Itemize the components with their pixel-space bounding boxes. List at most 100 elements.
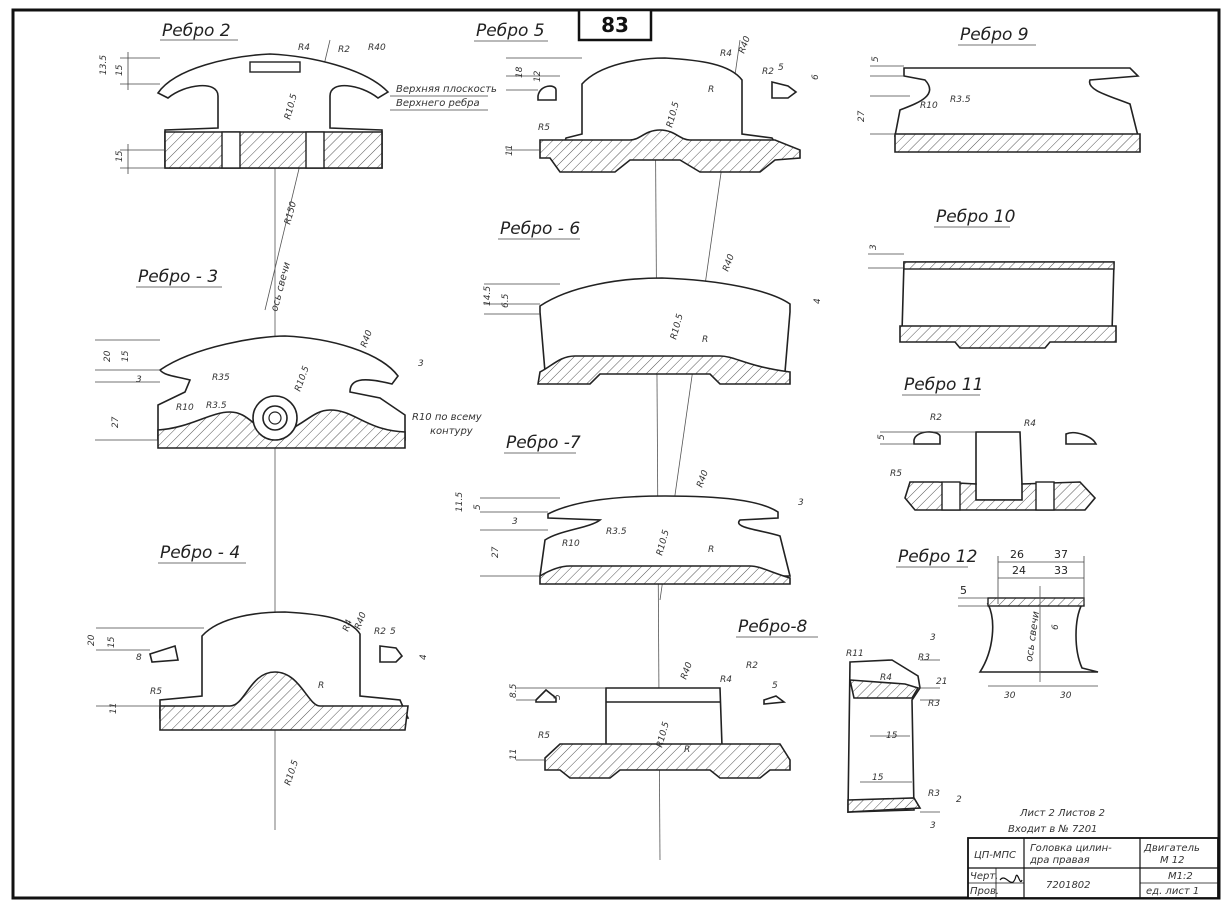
tb-sheet: ед. лист 1 — [1146, 886, 1199, 897]
rib-lug — [1065, 431, 1098, 445]
rib-lug — [149, 644, 179, 663]
tb-scale: М1:2 — [1168, 871, 1193, 882]
note-r10-contour: R10 по всему — [412, 412, 483, 423]
section-rib-6: Ребро - 6 14.5 6.5 R40 4 R10.5 R — [483, 219, 823, 385]
rib-section — [899, 325, 1117, 349]
detail-section — [847, 797, 922, 813]
section-rib-12: Ребро 12 26 37 24 33 5 6 30 30 ось свечи… — [846, 547, 1099, 831]
dim: 13.5 — [99, 55, 109, 75]
rib-outline — [539, 495, 792, 577]
dim: R35 — [212, 373, 230, 383]
page-number-box: 83 — [577, 8, 653, 42]
dim: R — [702, 335, 708, 345]
dim: R40 — [368, 43, 386, 53]
dim: R2 — [374, 627, 386, 637]
dim: 3 — [136, 375, 142, 385]
dim: 37 — [1054, 548, 1068, 561]
section-title: Ребро 2 — [162, 21, 231, 41]
dim: 8.5 — [509, 683, 519, 698]
dim: 3 — [798, 498, 804, 508]
dim: R5 — [890, 469, 902, 479]
note-upper-plane: Верхняя плоскость — [396, 84, 497, 95]
rib-outline — [901, 261, 1115, 333]
dim: 20 — [103, 350, 113, 362]
dim: 3 — [930, 633, 936, 643]
section-rib-5: Ребро 5 18 12 R4 R40 R2 5 6 R5 11 R10.5 … — [474, 21, 821, 173]
dim: 8 — [136, 653, 142, 663]
section-rib-9: Ребро 9 5 R10 R3.5 27 — [857, 25, 1141, 153]
note-sheet-count: Лист 2 Листов 2 — [1019, 808, 1105, 819]
dim: 3 — [418, 359, 424, 369]
rib-section — [159, 671, 409, 731]
tb-check-label: Пров. — [970, 886, 999, 897]
section-title: Ребро-8 — [738, 617, 808, 637]
dim: 11 — [505, 145, 515, 156]
rib-section — [544, 743, 791, 779]
dim: R2 — [746, 661, 758, 671]
dim: 5 — [960, 584, 967, 597]
rib-lug — [771, 80, 798, 99]
dim: 6.5 — [501, 293, 511, 308]
tb-draw-label: Черт. — [970, 871, 998, 882]
sheet-notes: Лист 2 Листов 2 Входит в № 7201 — [1008, 808, 1105, 835]
section-title: Ребро -7 — [506, 433, 581, 453]
note-r10-contour: контуру — [430, 426, 474, 437]
dim: 18 — [515, 66, 525, 78]
dim: 27 — [491, 546, 501, 558]
rib-outline — [560, 57, 782, 151]
dim: R10 — [562, 539, 580, 549]
section-rib-3: Ребро - 3 20 15 3 R35 R10 R3.5 R10.5 R40… — [95, 267, 483, 449]
dim: 15 — [115, 64, 125, 76]
dim: 11.5 — [455, 492, 465, 512]
dim: 4 — [813, 298, 823, 304]
dim: 21 — [936, 677, 947, 687]
dim: R3 — [918, 653, 930, 663]
dim: R5 — [538, 731, 550, 741]
note-enters-into: Входит в № 7201 — [1008, 824, 1097, 835]
rib-lug — [763, 695, 787, 705]
dim: 4 — [419, 654, 429, 660]
tb-dept: ЦП-МПС — [974, 850, 1016, 861]
rib-outline — [159, 611, 410, 719]
dim: R10 — [920, 101, 938, 111]
dim: 6 — [1051, 624, 1061, 630]
section-title: Ребро - 4 — [160, 543, 240, 563]
dim: 15 — [872, 773, 884, 783]
section-rib-4: Ребро - 4 20 15 8 R4 R40 R2 5 R5 11 R10.… — [87, 543, 429, 787]
rib-lug — [913, 431, 941, 445]
section-rib-8: Ребро-8 8.5 5 R40 R4 R2 5 R5 11 R10.5 R — [509, 617, 818, 779]
dim: R3.5 — [606, 527, 627, 537]
section-title: Ребро 10 — [936, 207, 1015, 227]
dim: 5 — [553, 694, 563, 700]
dim: R3.5 — [950, 95, 971, 105]
dim: R — [708, 545, 714, 555]
dim: 33 — [1054, 564, 1068, 577]
rib-outline — [539, 277, 791, 373]
tb-drawing-number: 7201802 — [1046, 880, 1091, 891]
page-number: 83 — [601, 13, 629, 37]
rib-lug — [537, 85, 557, 101]
dim: 5 — [473, 504, 483, 510]
dim: 5 — [871, 56, 881, 62]
section-rib-11: Ребро 11 5 R2 R4 R5 — [877, 375, 1098, 511]
section-rib-2: Ребро 2 13.5 15 15 R4 R2 R40 R10.5 R150 … — [99, 21, 497, 313]
signature-mark — [999, 874, 1023, 883]
dim: 15 — [121, 350, 131, 362]
section-title: Ребро 9 — [960, 25, 1029, 45]
dim: R5 — [538, 123, 550, 133]
dim: 5 — [772, 681, 778, 691]
dim: R — [684, 745, 690, 755]
dim: 6 — [811, 74, 821, 80]
dim: R5 — [150, 687, 162, 697]
dim: R — [708, 85, 714, 95]
dim: 12 — [533, 70, 543, 82]
dim: 3 — [512, 517, 518, 527]
rib-lug — [379, 645, 404, 663]
dim: R4 — [880, 673, 892, 683]
rib-section — [164, 131, 383, 169]
dim: 11 — [509, 749, 519, 760]
section-title: Ребро 11 — [904, 375, 983, 395]
dim: 30 — [1004, 691, 1016, 701]
dim: 5 — [877, 434, 887, 440]
dim: 14.5 — [483, 286, 493, 306]
